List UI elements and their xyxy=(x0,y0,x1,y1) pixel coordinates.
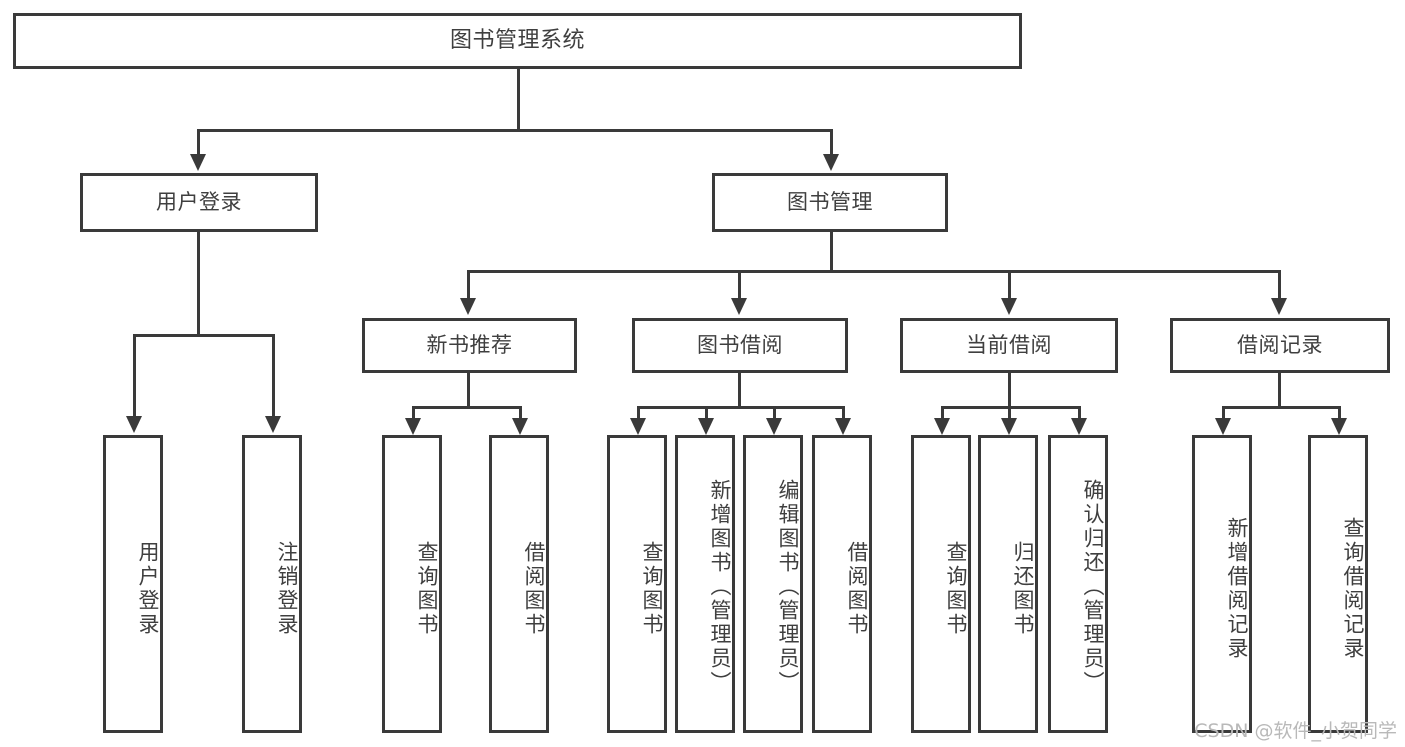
connector-drop-ul-leaf-0 xyxy=(133,334,136,418)
node-label: 图书管理系统 xyxy=(449,28,585,54)
connector-drop-l3-3 xyxy=(1278,270,1281,300)
connector-drop-nbr-1 xyxy=(519,406,522,420)
connector-cb-trunk xyxy=(1008,373,1011,408)
node-label: 用户登录 xyxy=(136,541,160,637)
leaf-nbr-query-book[interactable]: 查询图书 xyxy=(382,435,442,733)
connector-book-management-trunk xyxy=(830,232,833,272)
arrowhead-cb-1 xyxy=(1001,418,1017,435)
connector-root-trunk xyxy=(517,69,520,129)
connector-drop-bb-2 xyxy=(773,406,776,420)
connector-nbr-bus xyxy=(412,406,522,409)
arrowhead-l3-3 xyxy=(1271,298,1287,315)
node-label: 确认归还（管理员） xyxy=(1081,479,1105,695)
connector-drop-bb-3 xyxy=(842,406,845,420)
node-label: 查询图书 xyxy=(944,541,968,637)
connector-drop-cb-0 xyxy=(941,406,944,420)
connector-drop-br-1 xyxy=(1338,406,1341,420)
node-borrow-record[interactable]: 借阅记录 xyxy=(1170,318,1390,373)
leaf-bb-edit-book-admin[interactable]: 编辑图书（管理员） xyxy=(743,435,803,733)
connector-drop-bb-1 xyxy=(705,406,708,420)
leaf-br-query-record[interactable]: 查询借阅记录 xyxy=(1308,435,1368,733)
node-label: 注销登录 xyxy=(275,541,299,637)
leaf-cb-confirm-return-admin[interactable]: 确认归还（管理员） xyxy=(1048,435,1108,733)
arrowhead-nbr-1 xyxy=(512,418,528,435)
node-label: 用户登录 xyxy=(156,190,242,215)
connector-bb-trunk xyxy=(738,373,741,408)
node-root-book-management-system[interactable]: 图书管理系统 xyxy=(13,13,1022,69)
arrowhead-ul-leaf-0 xyxy=(126,416,142,433)
leaf-cb-return-book[interactable]: 归还图书 xyxy=(978,435,1038,733)
arrowhead-br-0 xyxy=(1215,418,1231,435)
connector-bb-bus xyxy=(637,406,845,409)
connector-br-bus xyxy=(1222,406,1341,409)
connector-drop-l3-2 xyxy=(1008,270,1011,300)
connector-nbr-trunk xyxy=(467,373,470,408)
arrowhead-book-management xyxy=(823,154,839,171)
arrowhead-bb-3 xyxy=(835,418,851,435)
connector-drop-ul-leaf-1 xyxy=(272,334,275,418)
node-label: 查询借阅记录 xyxy=(1341,517,1365,661)
connector-drop-bb-0 xyxy=(637,406,640,420)
node-user-login[interactable]: 用户登录 xyxy=(80,173,318,232)
connector-drop-br-0 xyxy=(1222,406,1225,420)
connector-user-login-trunk xyxy=(197,232,200,336)
node-label: 编辑图书（管理员） xyxy=(776,479,800,695)
connector-cb-bus xyxy=(941,406,1081,409)
arrowhead-l3-1 xyxy=(731,298,747,315)
arrowhead-bb-1 xyxy=(698,418,714,435)
arrowhead-l3-0 xyxy=(460,298,476,315)
leaf-nbr-borrow-book[interactable]: 借阅图书 xyxy=(489,435,549,733)
leaf-bb-query-book[interactable]: 查询图书 xyxy=(607,435,667,733)
connector-drop-l3-0 xyxy=(467,270,470,300)
node-label: 查询图书 xyxy=(415,541,439,637)
node-label: 查询图书 xyxy=(640,541,664,637)
arrowhead-cb-0 xyxy=(934,418,950,435)
connector-level2-bus xyxy=(197,129,833,132)
node-label: 新增图书（管理员） xyxy=(708,479,732,695)
arrowhead-nbr-0 xyxy=(405,418,421,435)
node-label: 归还图书 xyxy=(1011,541,1035,637)
connector-user-login-bus xyxy=(133,334,275,337)
connector-drop-book-management xyxy=(830,129,833,156)
leaf-br-add-record[interactable]: 新增借阅记录 xyxy=(1192,435,1252,733)
leaf-bb-borrow-book[interactable]: 借阅图书 xyxy=(812,435,872,733)
node-new-book-recommend[interactable]: 新书推荐 xyxy=(362,318,577,373)
node-label: 当前借阅 xyxy=(966,333,1052,358)
leaf-cb-query-book[interactable]: 查询图书 xyxy=(911,435,971,733)
arrowhead-bb-2 xyxy=(766,418,782,435)
connector-level3-bus xyxy=(467,270,1278,273)
connector-drop-l3-1 xyxy=(738,270,741,300)
connector-drop-nbr-0 xyxy=(412,406,415,420)
connector-drop-cb-1 xyxy=(1008,406,1011,420)
leaf-user-login-login[interactable]: 用户登录 xyxy=(103,435,163,733)
node-book-borrow[interactable]: 图书借阅 xyxy=(632,318,848,373)
leaf-user-login-logout[interactable]: 注销登录 xyxy=(242,435,302,733)
node-book-management[interactable]: 图书管理 xyxy=(712,173,948,232)
arrowhead-br-1 xyxy=(1331,418,1347,435)
leaf-bb-add-book-admin[interactable]: 新增图书（管理员） xyxy=(675,435,735,733)
connector-drop-cb-2 xyxy=(1078,406,1081,420)
node-label: 借阅图书 xyxy=(522,541,546,637)
node-label: 图书借阅 xyxy=(697,333,783,358)
node-label: 借阅记录 xyxy=(1237,333,1323,358)
node-label: 新增借阅记录 xyxy=(1225,517,1249,661)
arrowhead-cb-2 xyxy=(1071,418,1087,435)
arrowhead-ul-leaf-1 xyxy=(265,416,281,433)
node-current-borrow[interactable]: 当前借阅 xyxy=(900,318,1118,373)
arrowhead-l3-2 xyxy=(1001,298,1017,315)
node-label: 图书管理 xyxy=(787,190,873,215)
node-label: 借阅图书 xyxy=(845,541,869,637)
arrowhead-user-login xyxy=(190,154,206,171)
connector-drop-user-login xyxy=(197,129,200,156)
arrowhead-bb-0 xyxy=(630,418,646,435)
watermark-text: CSDN @软件_小贺同学 xyxy=(1194,720,1397,742)
connector-br-trunk xyxy=(1278,373,1281,408)
node-label: 新书推荐 xyxy=(426,333,513,358)
